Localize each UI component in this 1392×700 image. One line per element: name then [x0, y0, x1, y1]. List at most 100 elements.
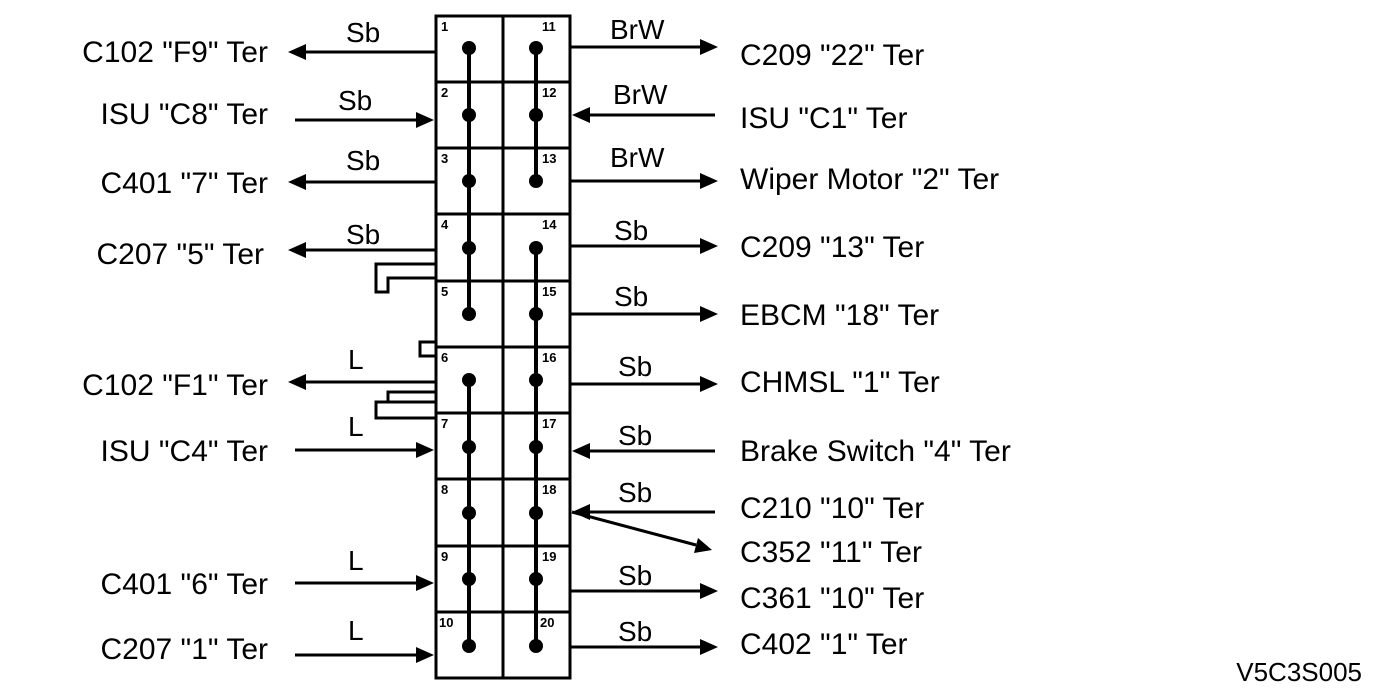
- destination-label: C102 "F9" Ter: [82, 36, 268, 69]
- pin-number: 15: [542, 284, 556, 299]
- left-wire-6: L ISU "C4" Ter: [101, 411, 434, 468]
- pin-number: 16: [542, 350, 556, 365]
- left-wire-2: Sb ISU "C8" Ter: [101, 85, 434, 131]
- left-wire-4: Sb C207 "5" Ter: [96, 219, 436, 271]
- terminal-dot-8: [462, 506, 476, 520]
- terminal-dot-4: [462, 241, 476, 255]
- right-wire-10: Sb C402 "1" Ter: [570, 616, 908, 661]
- source-label: C401 "6" Ter: [100, 568, 268, 601]
- notch-tab: [386, 390, 436, 402]
- arrow-right-icon: [700, 583, 718, 599]
- source-label: ISU "C4" Ter: [101, 435, 268, 468]
- wire-color-label: Sb: [346, 219, 380, 250]
- destination-label: C352 "11" Ter: [740, 536, 922, 569]
- arrow-right-icon: [700, 39, 718, 55]
- destination-label: C207 "5" Ter: [96, 238, 264, 271]
- right-wire-4: Sb C209 "13" Ter: [570, 215, 924, 264]
- wire-color-label: Sb: [614, 215, 648, 246]
- arrow-right-icon: [416, 575, 434, 591]
- right-wire-1: BrW C209 "22" Ter: [570, 14, 924, 72]
- wire-color-label: L: [348, 545, 364, 576]
- destination-label: C401 "7" Ter: [100, 167, 268, 200]
- right-wire-8: Sb C210 "10" Ter: [572, 477, 924, 525]
- notch-tab: [374, 262, 436, 294]
- terminal-dots: [462, 41, 543, 653]
- source-label: C207 "1" Ter: [100, 633, 268, 666]
- terminal-dot-6: [462, 373, 476, 387]
- wire-color-label: Sb: [618, 477, 652, 508]
- destination-label: EBCM "18" Ter: [740, 299, 939, 332]
- terminal-dot-16: [529, 373, 543, 387]
- terminal-dot-11: [529, 41, 543, 55]
- right-wire-5: Sb EBCM "18" Ter: [570, 281, 939, 332]
- pin-number: 7: [441, 416, 448, 431]
- pin-number: 12: [542, 85, 556, 100]
- terminal-dot-13: [529, 174, 543, 188]
- notch-tab: [418, 340, 436, 358]
- wire-color-label: BrW: [610, 14, 665, 45]
- wire-color-label: Sb: [346, 145, 380, 176]
- arrow-left-icon: [288, 174, 306, 190]
- right-wire-6: Sb CHMSL "1" Ter: [570, 351, 940, 399]
- destination-label: Wiper Motor "2" Ter: [740, 163, 999, 196]
- pin-number: 9: [441, 549, 448, 564]
- pin-number: 20: [540, 615, 554, 630]
- left-wires: Sb C102 "F9" Ter Sb ISU "C8" Ter Sb C401…: [82, 17, 436, 666]
- wire-color-label: BrW: [610, 142, 665, 173]
- terminal-dot-1: [462, 41, 476, 55]
- wire-color-label: L: [348, 411, 364, 442]
- right-wire-9: Sb C361 "10" Ter: [570, 560, 924, 615]
- figure-code: V5C3S005: [1236, 657, 1362, 687]
- wire-color-label: L: [348, 615, 364, 646]
- wire-color-label: Sb: [338, 85, 372, 116]
- source-label: ISU "C1" Ter: [740, 102, 907, 135]
- left-wire-5: L C102 "F1" Ter: [82, 344, 436, 402]
- terminal-dot-15: [529, 307, 543, 321]
- arrow-left-icon: [288, 374, 306, 390]
- right-wires: BrW C209 "22" Ter BrW ISU "C1" Ter BrW W…: [570, 14, 1011, 661]
- destination-label: C102 "F1" Ter: [82, 369, 268, 402]
- wire-color-label: BrW: [613, 79, 668, 110]
- wire-color-label: Sb: [618, 560, 652, 591]
- wire-color-label: Sb: [346, 17, 380, 48]
- arrow-right-icon: [416, 112, 434, 128]
- arrow-left-icon: [572, 107, 590, 123]
- wire-color-label: Sb: [614, 281, 648, 312]
- pin-number: 18: [542, 482, 556, 497]
- source-label: ISU "C8" Ter: [101, 98, 268, 131]
- right-wire-8-branch: C352 "11" Ter: [571, 510, 922, 569]
- destination-label: CHMSL "1" Ter: [740, 366, 940, 399]
- pin-number: 17: [542, 416, 556, 431]
- wire-color-label: Sb: [618, 616, 652, 647]
- arrow-left-icon: [572, 443, 590, 459]
- pin-number: 6: [441, 350, 448, 365]
- terminal-dot-18: [529, 506, 543, 520]
- arrow-right-icon: [700, 173, 718, 189]
- left-wire-7: L C401 "6" Ter: [100, 545, 434, 601]
- left-wire-1: Sb C102 "F9" Ter: [82, 17, 436, 69]
- terminal-dot-14: [529, 241, 543, 255]
- arrow-left-icon: [288, 242, 306, 258]
- wire-color-label: L: [348, 344, 364, 375]
- source-label: Brake Switch "4" Ter: [740, 435, 1011, 468]
- terminal-dot-20: [529, 639, 543, 653]
- terminal-dot-12: [529, 108, 543, 122]
- arrow-left-icon: [288, 44, 306, 60]
- pin-number: 19: [542, 549, 556, 564]
- destination-label: C209 "13" Ter: [740, 231, 924, 264]
- arrow-right-icon: [700, 376, 718, 392]
- left-wire-3: Sb C401 "7" Ter: [100, 145, 436, 200]
- destination-label: C209 "22" Ter: [740, 39, 924, 72]
- terminal-dot-10: [462, 639, 476, 653]
- pin-number: 14: [542, 217, 557, 232]
- arrow-right-icon: [700, 306, 718, 322]
- terminal-dot-7: [462, 440, 476, 454]
- right-wire-7: Sb Brake Switch "4" Ter: [572, 420, 1011, 468]
- pin-number: 11: [542, 19, 556, 34]
- wire-color-label: Sb: [618, 420, 652, 451]
- connector-block: [434, 14, 572, 680]
- pin-number: 8: [441, 482, 448, 497]
- arrow-right-icon: [700, 639, 718, 655]
- terminal-dot-19: [529, 572, 543, 586]
